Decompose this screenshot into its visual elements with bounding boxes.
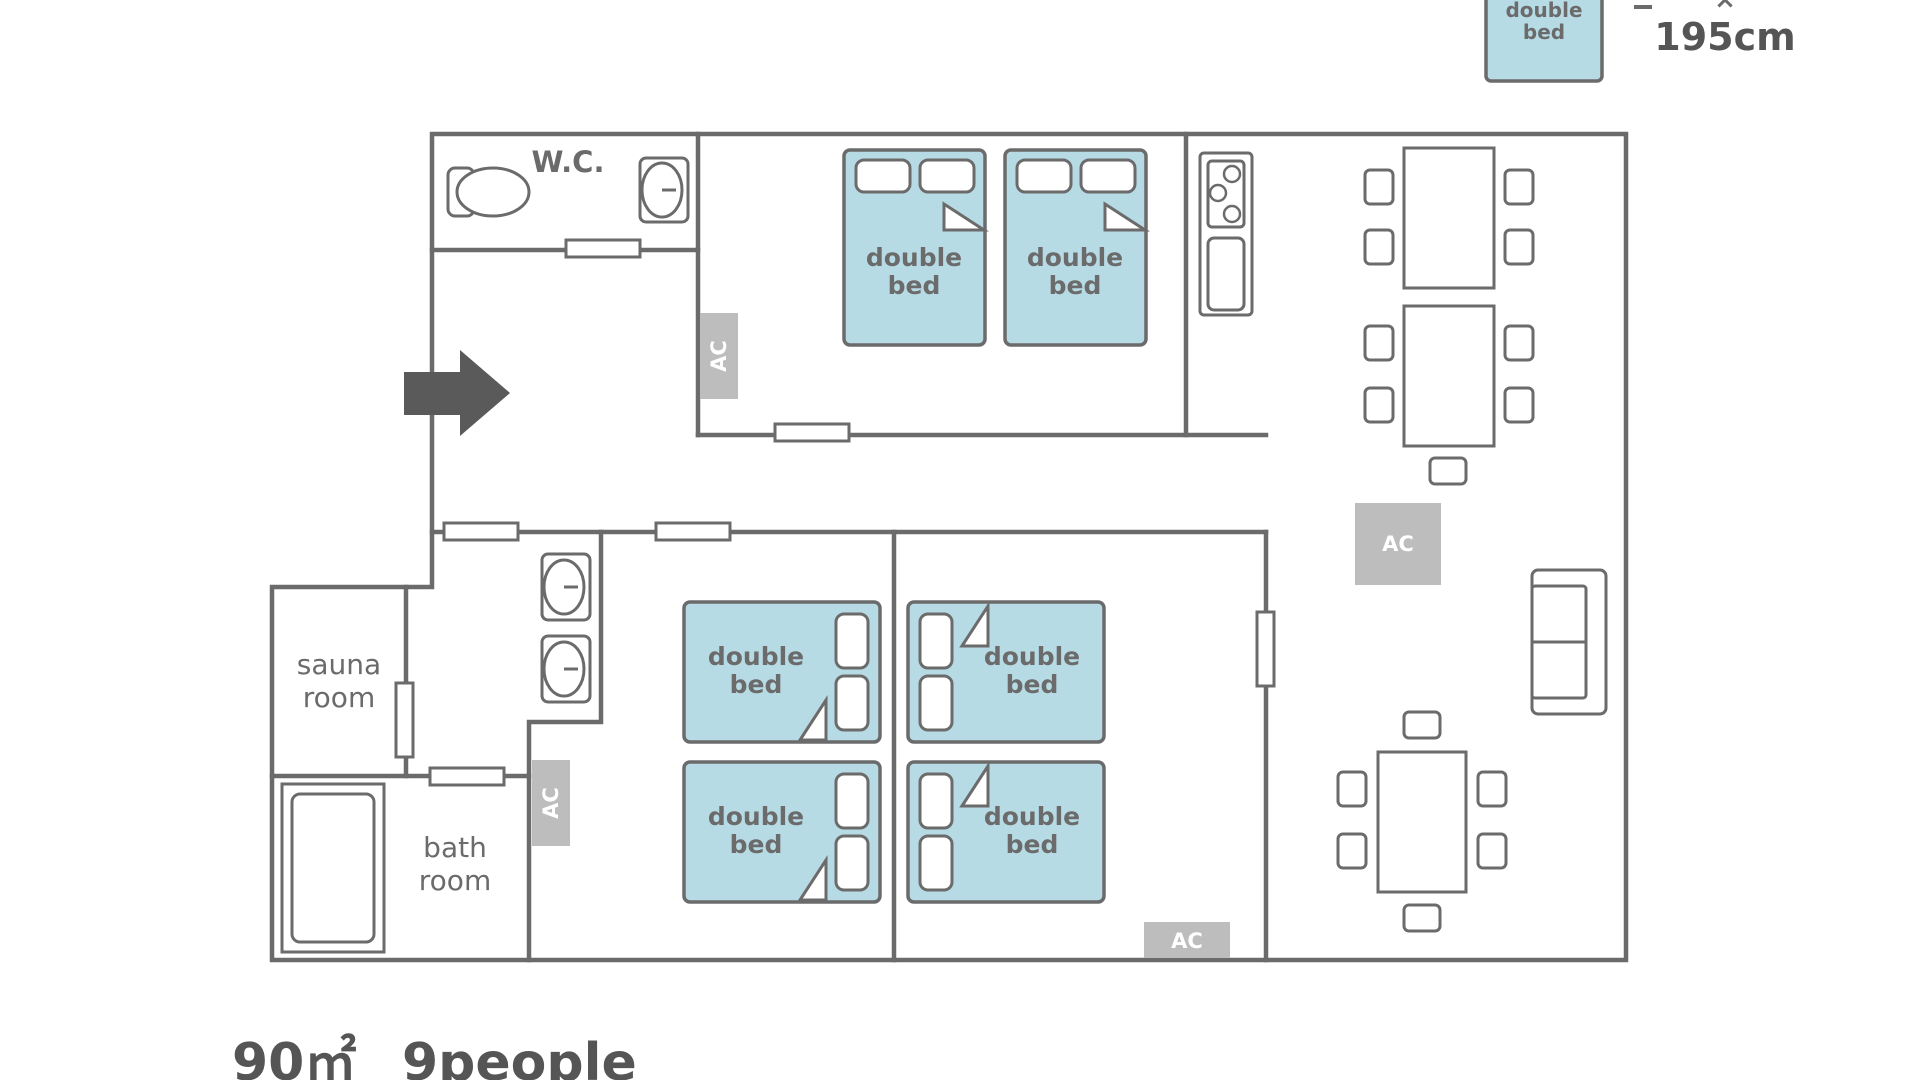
- bath-label-2: room: [419, 864, 491, 897]
- door-sauna[interactable]: [394, 681, 415, 759]
- sink-icon: [540, 634, 592, 704]
- svg-text:AC: AC: [707, 340, 731, 372]
- chair-icon: [1402, 710, 1442, 740]
- chair-icon: [1503, 324, 1535, 362]
- door-bedroom2[interactable]: [654, 521, 732, 542]
- ac-unit-bedroom3: AC: [1144, 922, 1230, 958]
- ac-unit-washroom: AC: [532, 760, 570, 846]
- bed-4: double bed: [682, 760, 882, 904]
- bed-1-label-1: double: [866, 243, 962, 272]
- door-bedroom3[interactable]: [1255, 610, 1276, 688]
- entrance-arrow-icon: [404, 350, 510, 436]
- chair-icon: [1476, 832, 1508, 870]
- bed-2-label-2: bed: [1049, 271, 1102, 300]
- bed-4-label-1: double: [708, 802, 804, 831]
- bed-6-label-2: bed: [1006, 830, 1059, 859]
- stove-icon: [1198, 151, 1254, 317]
- bed-1: double bed: [842, 148, 990, 347]
- door-washroom[interactable]: [442, 521, 520, 542]
- chair-icon: [1363, 228, 1395, 266]
- outer-wall: [269, 131, 1629, 963]
- bed-5: double bed: [906, 600, 1106, 744]
- door-wc[interactable]: [564, 238, 642, 259]
- bath-label-1: bath: [423, 831, 487, 864]
- toilet-icon: [446, 166, 531, 218]
- bed-4-label-2: bed: [730, 830, 783, 859]
- dining-table-upper-2: [1363, 304, 1535, 486]
- ac-unit-living: AC: [1355, 503, 1441, 585]
- legend-bed-label-2: bed: [1523, 20, 1565, 44]
- bed-3-label-2: bed: [730, 670, 783, 699]
- bathtub-icon: [280, 782, 386, 954]
- sofa-icon: [1530, 568, 1608, 716]
- sink-icon: [638, 156, 690, 224]
- legend: double bed × 195cm: [1484, 0, 1796, 83]
- chair-icon: [1363, 168, 1395, 206]
- chair-icon: [1336, 770, 1368, 808]
- bed-5-label-2: bed: [1006, 670, 1059, 699]
- bed-3: double bed: [682, 600, 882, 744]
- chair-icon: [1428, 456, 1468, 486]
- capacity-label: 9people: [402, 1033, 637, 1080]
- bed-1-label-2: bed: [888, 271, 941, 300]
- bed-6: double bed: [906, 760, 1106, 904]
- chair-icon: [1503, 386, 1535, 424]
- bed-2-label-1: double: [1027, 243, 1123, 272]
- sink-icon: [540, 552, 592, 622]
- chair-icon: [1336, 832, 1368, 870]
- svg-text:AC: AC: [1382, 532, 1414, 556]
- bed-3-label-1: double: [708, 642, 804, 671]
- chair-icon: [1476, 770, 1508, 808]
- legend-bed-swatch: [1484, 0, 1604, 83]
- bed-5-label-1: double: [984, 642, 1080, 671]
- legend-size-fragment: ×: [1714, 0, 1736, 15]
- legend-size-value: 195cm: [1654, 15, 1795, 59]
- wc-label: W.C.: [532, 145, 605, 179]
- chair-icon: [1363, 386, 1395, 424]
- door-bedroom1[interactable]: [773, 422, 851, 443]
- door-bath[interactable]: [428, 766, 506, 787]
- bed-2: double bed: [1003, 148, 1151, 347]
- sauna-label-1: sauna: [297, 648, 381, 681]
- chair-icon: [1503, 168, 1535, 206]
- dining-table-lower: [1336, 710, 1508, 933]
- legend-bed-label-1: double: [1505, 0, 1582, 22]
- washroom-wall: [526, 529, 604, 963]
- area-label: 90㎡: [232, 1033, 356, 1080]
- bed-6-label-1: double: [984, 802, 1080, 831]
- chair-icon: [1402, 903, 1442, 933]
- sauna-label-2: room: [303, 681, 375, 714]
- chair-icon: [1503, 228, 1535, 266]
- svg-text:AC: AC: [539, 787, 563, 819]
- ac-unit-bedroom1: AC: [700, 313, 738, 399]
- doors: [394, 238, 1276, 787]
- dining-table-upper-1: [1363, 146, 1535, 290]
- svg-text:AC: AC: [1171, 929, 1203, 953]
- chair-icon: [1363, 324, 1395, 362]
